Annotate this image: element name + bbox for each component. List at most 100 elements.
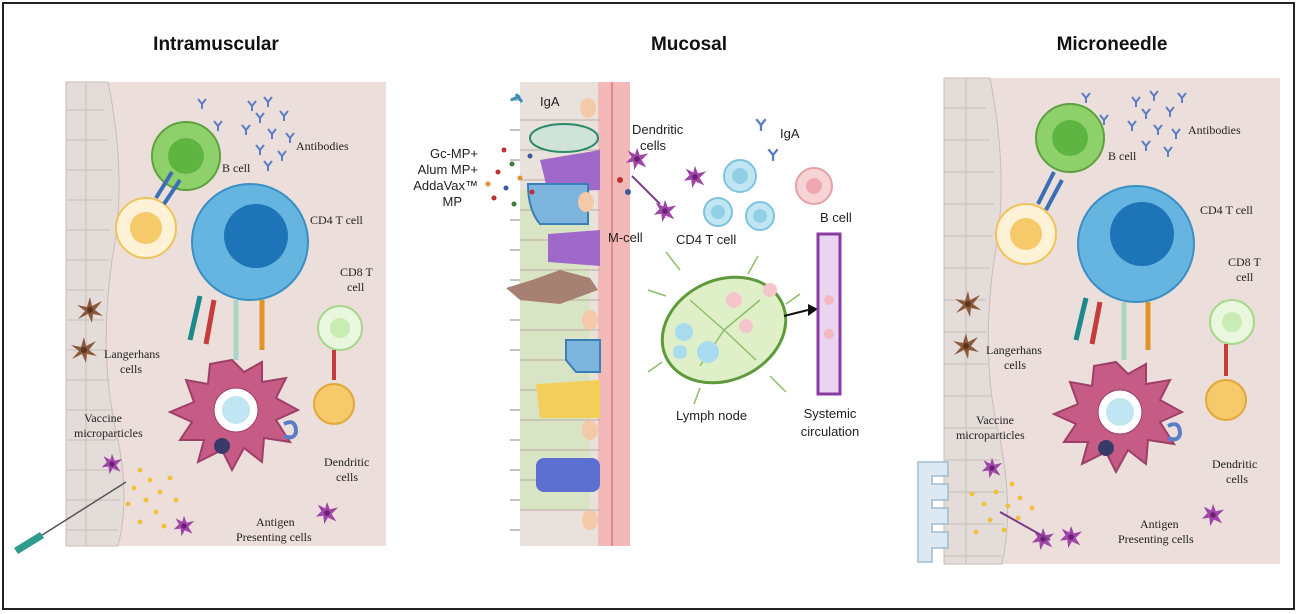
lymph-node-cells: [673, 283, 777, 363]
receptor-bcell: [154, 170, 182, 206]
systemic-label-1: Systemic: [804, 406, 857, 421]
vessel-cell-2: [824, 329, 834, 339]
arrow-head: [808, 304, 818, 316]
b-cell-nucleus: [168, 138, 204, 174]
formulation-label-3: AddaVax™: [413, 178, 478, 193]
mucosal-basement: [598, 82, 630, 546]
intraepithelial-macrophage: [506, 270, 598, 304]
formulation-label-2: Alum MP+: [418, 162, 478, 177]
iga-top-label: IgA: [540, 94, 560, 109]
cd4-label: CD4 T cell: [1200, 203, 1254, 217]
cd8-label-1: CD8 T: [1228, 255, 1261, 269]
b-cell-label: B cell: [820, 210, 852, 225]
blood-vessel: [816, 232, 842, 396]
microneedle-panel: Microneedle Antibodies B cell CD4 T cell: [917, 34, 1280, 565]
apc-vacuole-content: [222, 396, 250, 424]
arrow-to-circulation: [783, 309, 809, 317]
dendritic-label-2: cells: [336, 470, 358, 484]
formulation-label-4: MP: [443, 194, 463, 209]
cd4-nucleus: [1110, 202, 1174, 266]
antibodies-label: Antibodies: [1188, 123, 1241, 137]
tcr-receptors: [187, 295, 265, 360]
m-cell-2: [565, 339, 601, 373]
cd4-nucleus: [224, 204, 288, 268]
microneedle-epidermis-cells: [944, 78, 1004, 564]
intramuscular-title: Intramuscular: [153, 34, 279, 55]
apc-label-1: Antigen: [256, 515, 295, 529]
paneth-cell: [536, 380, 600, 418]
cd4-label: CD4 T cell: [310, 213, 364, 227]
dendritic-label-1: Dendritic: [1212, 457, 1257, 471]
dc-migration-line: [631, 175, 661, 205]
tuft-cell: [540, 150, 600, 192]
cd8-target-cell: [1205, 379, 1247, 421]
stem-cell: [536, 458, 600, 492]
mucosal-t-cell-2-nucleus: [711, 205, 725, 219]
dendritic-label-1: Dendritic: [324, 455, 369, 469]
microneedle-title: Microneedle: [1057, 34, 1168, 55]
enteroendocrine-cell: [548, 230, 600, 266]
intramuscular-panel: Intramuscular Antibodies B cell CD4 T ce…: [14, 34, 386, 554]
microneedle-epidermis: [943, 77, 1008, 565]
dc-migration-line: [999, 511, 1051, 541]
vaccine-label-1: Vaccine: [84, 411, 122, 425]
cd8-nucleus: [330, 318, 350, 338]
apc-label-1: Antigen: [1140, 517, 1179, 531]
langerhans-label-2: cells: [1004, 358, 1026, 372]
iga-label: IgA: [780, 126, 800, 141]
langerhans-label-1: Langerhans: [104, 347, 160, 361]
receptor-bcell: [1036, 171, 1064, 211]
mucosal-b-cell-nucleus: [806, 178, 822, 194]
mucosal-particles: [485, 147, 631, 207]
dendritic-label-2: cells: [640, 138, 667, 153]
epithelial-nuclei: [578, 98, 598, 530]
formulation-label-1: Gc-MP+: [430, 146, 478, 161]
iga-icon-1: [755, 118, 767, 132]
mucosal-t-cell-1-nucleus: [732, 168, 748, 184]
m-cell-label: M-cell: [608, 230, 643, 245]
langerhans-label-1: Langerhans: [986, 343, 1042, 357]
b-cell-nucleus: [1052, 120, 1088, 156]
cd8-nucleus: [1222, 312, 1242, 332]
vaccine-particles: [969, 481, 1035, 535]
lymph-vessels: [647, 251, 801, 405]
mucosal-cilia: [510, 99, 520, 531]
apc-label-2: Presenting cells: [1118, 532, 1194, 546]
apc-label-2: Presenting cells: [236, 530, 312, 544]
tcr-receptors: [1073, 297, 1151, 360]
apc-receptor-hook: [1167, 422, 1183, 442]
mucosal-panel: Mucosal: [413, 34, 859, 546]
helper-cell-nucleus: [1010, 218, 1042, 250]
syringe-needle: [27, 481, 127, 545]
mucosal-dendritic-cell-2: [653, 199, 677, 223]
systemic-label-2: circulation: [801, 424, 860, 439]
cd8-label-1: CD8 T: [340, 265, 373, 279]
apc-receptor-hook: [283, 420, 299, 440]
apc-nucleus: [214, 438, 230, 454]
mucosal-title: Mucosal: [651, 34, 727, 55]
b-cell-label: B cell: [1108, 149, 1137, 163]
vaccine-label-1: Vaccine: [976, 413, 1014, 427]
apc-vacuole-content: [1106, 398, 1134, 426]
cd8-label-2: cell: [1236, 270, 1254, 284]
vaccine-particles: [125, 467, 179, 529]
dendritic-label-2: cells: [1226, 472, 1248, 486]
dendritic-label-1: Dendritic: [632, 122, 684, 137]
microneedle-patch: [917, 461, 949, 563]
apc-nucleus: [1098, 440, 1114, 456]
b-cell-label: B cell: [222, 161, 251, 175]
helper-cell-nucleus: [130, 212, 162, 244]
vaccine-label-2: microparticles: [74, 426, 143, 440]
syringe-body: [14, 532, 44, 554]
iga-icon-2: [767, 148, 779, 162]
vaccine-label-2: microparticles: [956, 428, 1025, 442]
cd4-label: CD4 T cell: [676, 232, 736, 247]
iga-top-icon: [510, 93, 524, 103]
antibodies-label: Antibodies: [296, 139, 349, 153]
mucosal-dendritic-cell-3: [683, 165, 707, 189]
mucosal-t-cell-3-nucleus: [753, 209, 767, 223]
langerhans-label-2: cells: [120, 362, 142, 376]
cd8-target-cell: [313, 383, 355, 425]
